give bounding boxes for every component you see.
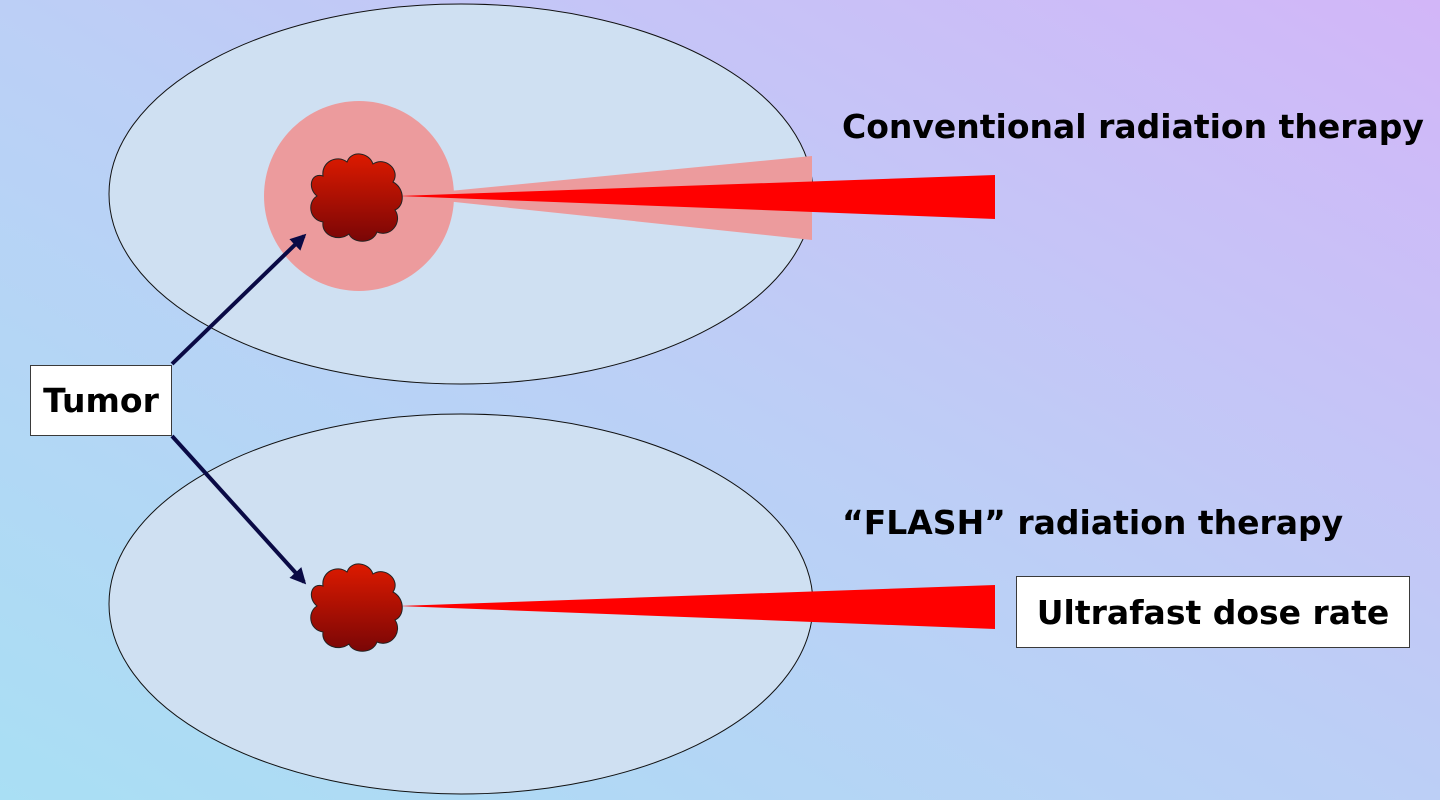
flash-panel: “FLASH” radiation therapy — [108, 413, 1343, 795]
tumor-shape-bottom — [310, 563, 403, 652]
tumor-label-box: Tumor — [30, 365, 172, 436]
ultrafast-label-box: Ultrafast dose rate — [1016, 576, 1410, 648]
arrow-to-top-tumor — [170, 233, 307, 366]
arrow-to-bottom-tumor — [170, 434, 307, 585]
tumor-shape-top — [310, 153, 403, 242]
radiation-beam-bottom — [398, 585, 995, 629]
tumor-label: Tumor — [43, 381, 159, 420]
ultrafast-label: Ultrafast dose rate — [1036, 592, 1390, 632]
conventional-panel: Conventional radiation therapy — [108, 3, 1424, 385]
conventional-label: Conventional radiation therapy — [842, 107, 1424, 146]
flash-label: “FLASH” radiation therapy — [842, 503, 1343, 542]
radiation-beam-top — [398, 175, 995, 219]
